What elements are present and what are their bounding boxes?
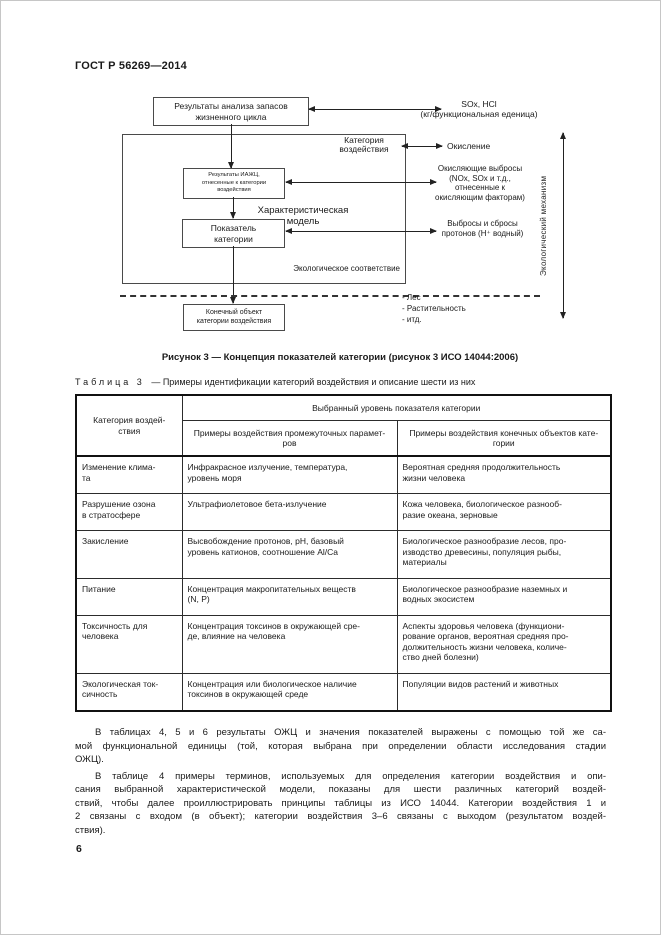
paragraph: В таблицах 4, 5 и 6 результаты ОЖЦ и зна… [75, 726, 606, 767]
paragraph: В таблице 4 примеры терминов, используем… [75, 770, 606, 838]
arrow-indicator-protons [285, 228, 437, 234]
table-caption-text: — Примеры идентификации категорий воздей… [151, 377, 476, 387]
header-midpoint-examples: Примеры воздействия промежуточных параме… [181, 420, 398, 457]
box-lcia-assigned: Результаты ИАЖЦ, отнесенные к категории … [183, 168, 285, 199]
table-cell: Концентрация или биологическое наличие т… [181, 672, 398, 711]
paragraph-line: ОЖЦ). [75, 754, 104, 765]
table-cell: Питание [75, 577, 183, 616]
label-proton-emissions: Выбросы и сбросы протонов (Н⁺ водный) [441, 219, 524, 238]
paragraph-line: мой функциональной единицы (той, которая… [75, 740, 606, 752]
table-caption: Таблица 3 — Примеры идентификации катего… [75, 377, 475, 387]
table-cell: Популяции видов растений и животных [396, 672, 612, 711]
label-impact-category: Категория воздействия [339, 135, 389, 154]
paragraph-line: В таблице 4 примеры терминов, используем… [95, 770, 606, 782]
paragraph-line: ствий, чтобы далее проиллюстрировать при… [75, 797, 606, 809]
box-endpoint: Конечный объект категории воздействия [183, 304, 285, 331]
characterization-frame [122, 134, 406, 284]
paragraph-line: В таблицах 4, 5 и 6 результаты ОЖЦ и зна… [95, 727, 606, 738]
header-span: Выбранный уровень показателя категории [181, 394, 612, 421]
header-endpoint-examples: Примеры воздействия конечных объектов ка… [396, 420, 612, 457]
arrow-lcia-emissions [285, 179, 437, 185]
table-cell: Кожа человека, биологическое разнооб- ра… [396, 493, 612, 531]
label-oxidizing-emissions: Окисляющие выбросы (NOx, SOx и т.д., отн… [435, 164, 525, 202]
box-lci-results: Результаты анализа запасов жизненного ци… [153, 97, 309, 126]
label-oxidation: Окисление [447, 141, 491, 151]
arrow-down-3 [230, 246, 236, 304]
dashed-separator [120, 295, 540, 297]
table-cell: Ультрафиолетовое бета-излучение [181, 493, 398, 531]
arrow-down-2 [230, 197, 236, 219]
standard-number: ГОСТ Р 56269—2014 [75, 60, 187, 72]
arrow-environmental-mechanism [560, 132, 566, 319]
paragraph-line: 2 связаны с входом (в объект); категории… [75, 811, 606, 822]
table-cell: Концентрация макропитательных веществ (N… [181, 577, 398, 616]
arrow-lci-sox [308, 106, 442, 112]
label-environmental-relevance: Экологическое соответствие [293, 264, 400, 273]
page-number: 6 [76, 843, 82, 855]
table-cell: Закисление [75, 530, 183, 579]
paragraph-line: ствия). [75, 824, 106, 836]
figure-caption: Рисунок 3 — Концепция показателей катего… [161, 352, 519, 363]
table-cell: Высвобождение протонов, pH, базовый уров… [181, 530, 398, 579]
table-cell: Экологическая ток- сичность [75, 672, 183, 711]
label-characterization-model: Характеристическая модель [257, 205, 349, 227]
table-cell: Биологическое разнообразие лесов, про- и… [396, 530, 612, 579]
table-cell: Аспекты здоровья человека (функциони- ро… [396, 614, 612, 674]
table-cell: Разрушение озона в стратосфере [75, 493, 183, 531]
table-cell: Концентрация токсинов в окружающей сре- … [181, 614, 398, 674]
table-cell: Токсичность для человека [75, 614, 183, 674]
arrow-down-1 [228, 124, 234, 169]
table-cell: Изменение клима- та [75, 455, 183, 494]
paragraph-line: сания выбранной характеристической модел… [75, 784, 606, 795]
table-cell: Биологическое разнообразие наземных и во… [396, 577, 612, 616]
impact-table-header: Категория воздей- ствия Выбранный уровен… [75, 394, 612, 457]
table-cell: Вероятная средняя продолжительность жизн… [396, 455, 612, 494]
label-environmental-mechanism: Экологический механизм [539, 175, 548, 277]
box-category-indicator: Показатель категории [182, 219, 285, 248]
table-cell: Инфракрасное излучение, температура, уро… [181, 455, 398, 494]
label-sox-hcl: SOx, HCl (кг/функциональная еденица) [420, 99, 538, 120]
arrow-category-oxidation [401, 143, 443, 149]
header-impact-category: Категория воздей- ствия [75, 394, 183, 457]
body-text: В таблицах 4, 5 и 6 результаты ОЖЦ и зна… [75, 726, 606, 840]
table-caption-label: Таблица 3 [75, 377, 145, 387]
impact-table: Категория воздей- ствия Выбранный уровен… [75, 394, 613, 712]
label-endpoint-examples: - Лес - Растительность - итд. [402, 293, 466, 324]
